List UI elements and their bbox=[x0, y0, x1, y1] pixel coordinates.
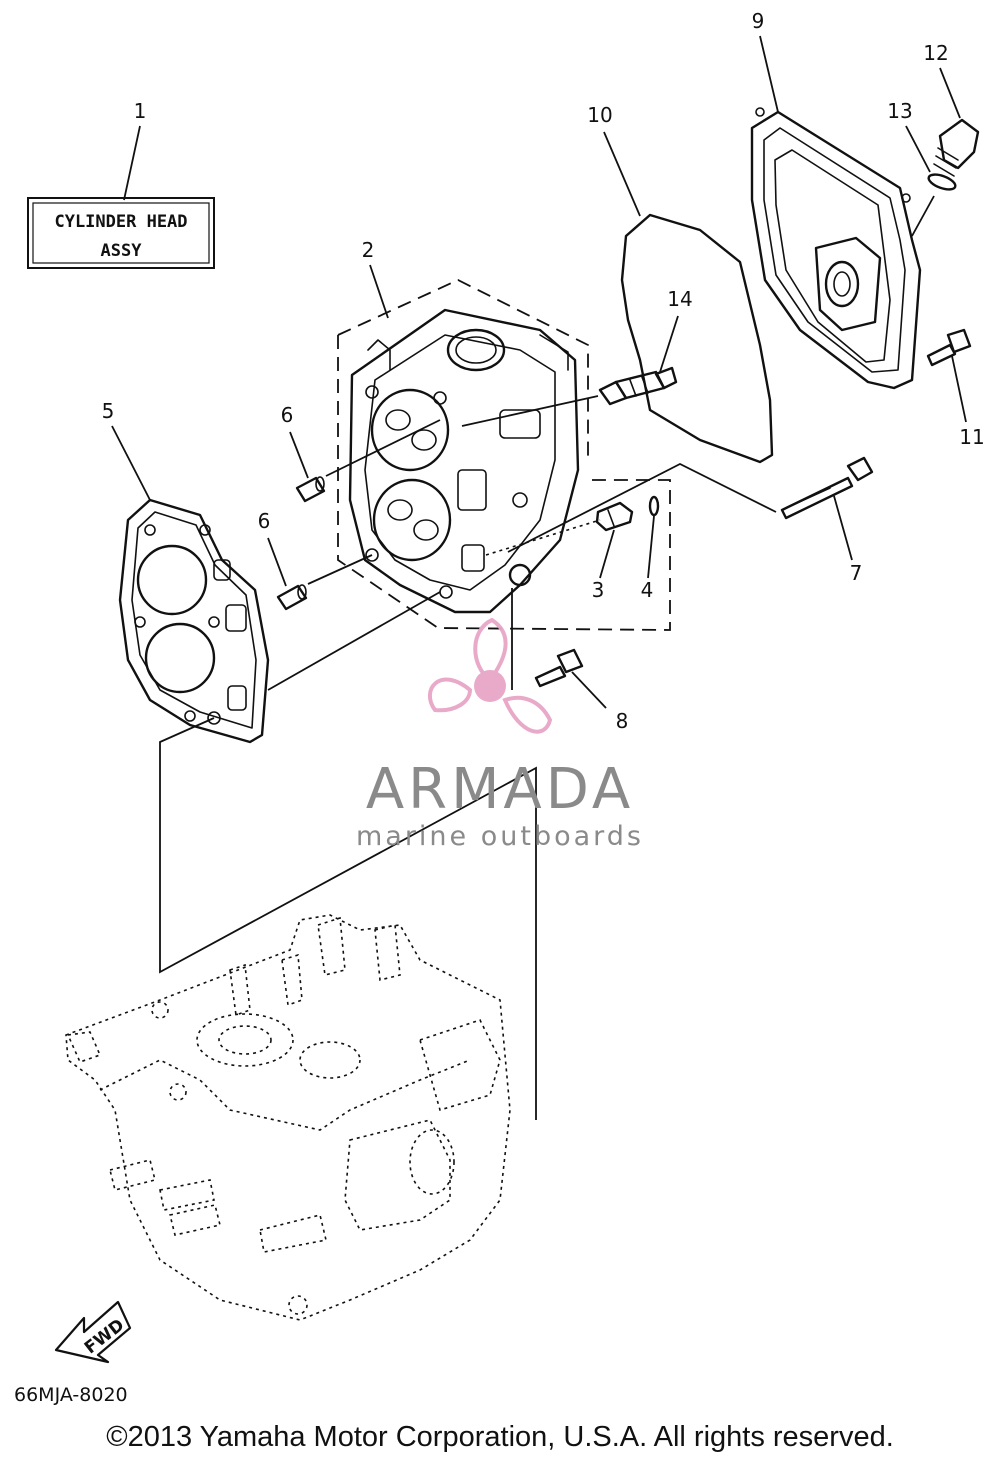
watermark-brand: ARMADA bbox=[366, 757, 634, 822]
head-gasket: 5 bbox=[102, 399, 270, 744]
callout-4: 4 bbox=[641, 578, 654, 602]
watermark-tagline: marine outboards bbox=[356, 821, 644, 852]
head-bolt-long: 7 bbox=[507, 456, 874, 585]
callout-1: 1 bbox=[134, 99, 147, 123]
bolt-short: 8 bbox=[511, 588, 629, 733]
callout-11: 11 bbox=[959, 425, 984, 449]
callout-6-lower: 6 bbox=[258, 509, 271, 533]
cylinder-head: 2 bbox=[337, 238, 671, 631]
oil-filler-cap: 12 bbox=[923, 41, 980, 177]
assembly-box bbox=[27, 197, 215, 269]
callout-10: 10 bbox=[587, 103, 612, 127]
callout-1-group: 1 CYLINDER HEAD ASSY bbox=[27, 99, 215, 269]
head-cover: 9 bbox=[750, 9, 922, 390]
fwd-arrow: FWD bbox=[54, 1300, 132, 1364]
callout-12: 12 bbox=[923, 41, 948, 65]
watermark: ARMADA marine outboards bbox=[356, 617, 644, 852]
dowel-pin-lower: 6 bbox=[258, 509, 373, 611]
callout-14: 14 bbox=[667, 287, 692, 311]
callout-6-upper: 6 bbox=[281, 403, 294, 427]
part-4: 4 bbox=[641, 495, 660, 602]
alignment-lines bbox=[159, 591, 537, 1120]
callout-13: 13 bbox=[887, 99, 912, 123]
callout-8: 8 bbox=[616, 709, 629, 733]
o-ring: 13 bbox=[887, 99, 957, 237]
callout-2: 2 bbox=[362, 238, 375, 262]
part-3: 3 bbox=[592, 501, 634, 602]
copyright: ©2013 Yamaha Motor Corporation, U.S.A. A… bbox=[106, 1421, 894, 1453]
diagram-code: 66MJA-8020 bbox=[14, 1384, 128, 1406]
assembly-box-line1: CYLINDER HEAD bbox=[54, 212, 187, 232]
callout-7: 7 bbox=[850, 561, 863, 585]
cover-bolt: 11 bbox=[926, 328, 985, 449]
assembly-box-line2: ASSY bbox=[101, 241, 143, 261]
cover-gasket: 10 bbox=[587, 103, 774, 464]
spark-plug: 14 bbox=[461, 287, 693, 427]
callout-5: 5 bbox=[102, 399, 115, 423]
fwd-arrow-icon bbox=[54, 1300, 132, 1364]
propeller-logo bbox=[428, 617, 553, 734]
callout-3: 3 bbox=[592, 578, 605, 602]
cylinder-block bbox=[65, 914, 511, 1321]
callout-9: 9 bbox=[752, 9, 765, 33]
dowel-pin-upper: 6 bbox=[281, 403, 441, 503]
